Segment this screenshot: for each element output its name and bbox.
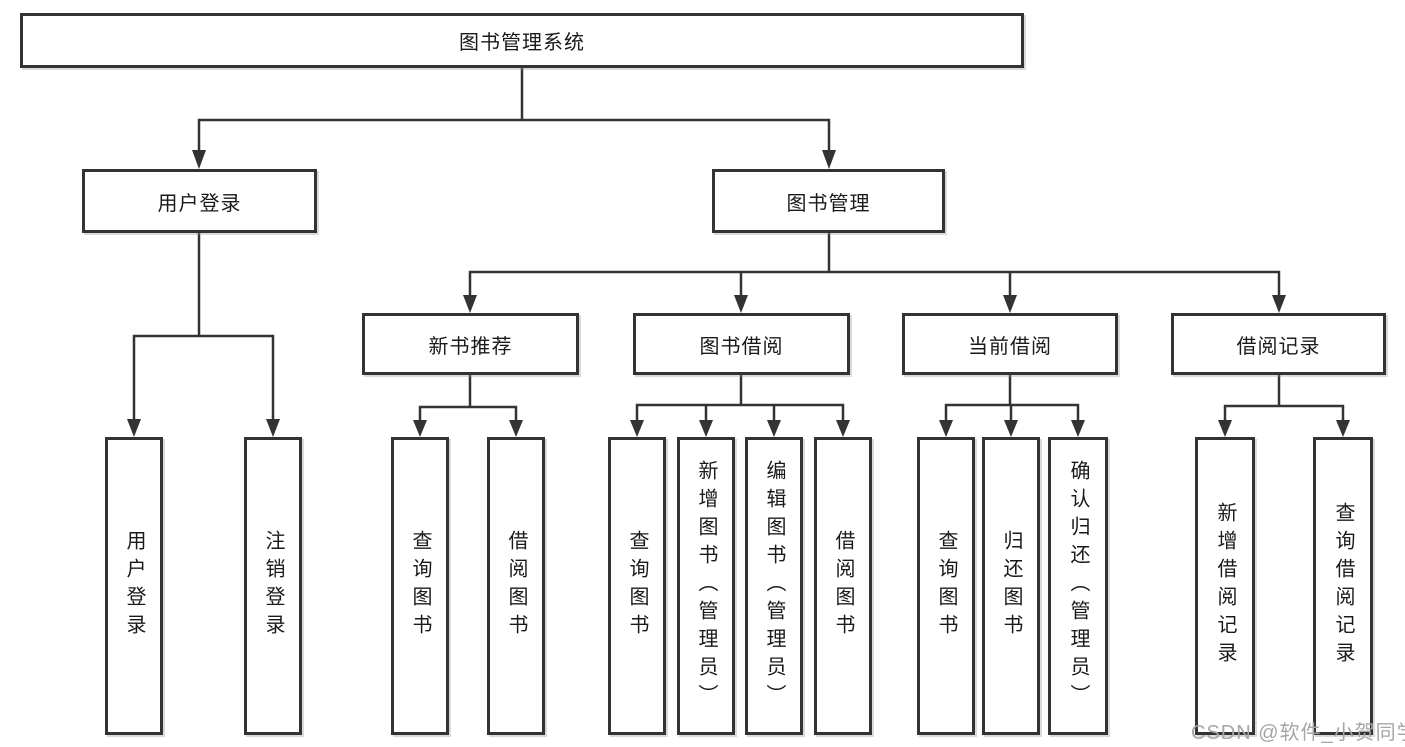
leaf-bb-borrow-book-label: 借阅图书 [832, 530, 854, 642]
node-root-system-label: 图书管理系统 [459, 32, 585, 54]
leaf-br-add-record: 新增借阅记录 [1195, 437, 1255, 735]
node-borrow-records: 借阅记录 [1171, 313, 1386, 375]
leaf-bb-add-book-admin-label: 新增图书（管理员） [695, 460, 717, 712]
leaf-br-query-record-label: 查询借阅记录 [1332, 502, 1354, 670]
node-user-login-label: 用户登录 [157, 192, 242, 215]
node-current-borrow: 当前借阅 [902, 313, 1118, 375]
node-book-borrow: 图书借阅 [633, 313, 850, 375]
leaf-bb-edit-book-admin: 编辑图书（管理员） [745, 437, 803, 735]
leaf-logout: 注销登录 [244, 437, 302, 735]
csdn-watermark: CSDN @软件_小贺同学 [1191, 722, 1405, 744]
leaf-nbr-query-book: 查询图书 [391, 437, 449, 735]
node-book-management-label: 图书管理 [786, 192, 871, 215]
leaf-cb-confirm-return-admin-label: 确认归还（管理员） [1067, 460, 1089, 712]
leaf-br-query-record: 查询借阅记录 [1313, 437, 1373, 735]
node-root-system: 图书管理系统 [20, 13, 1024, 68]
node-book-management: 图书管理 [712, 169, 945, 233]
leaf-cb-confirm-return-admin: 确认归还（管理员） [1048, 437, 1108, 735]
leaf-bb-query-book-label: 查询图书 [626, 530, 648, 642]
leaf-bb-borrow-book: 借阅图书 [814, 437, 872, 735]
leaf-bb-add-book-admin: 新增图书（管理员） [677, 437, 735, 735]
leaf-nbr-borrow-book-label: 借阅图书 [505, 530, 527, 642]
node-new-book-recommend: 新书推荐 [362, 313, 579, 375]
leaf-br-add-record-label: 新增借阅记录 [1214, 502, 1236, 670]
leaf-nbr-borrow-book: 借阅图书 [487, 437, 545, 735]
leaf-user-login: 用户登录 [105, 437, 163, 735]
leaf-cb-return-book-label: 归还图书 [1000, 530, 1022, 642]
node-book-borrow-label: 图书借阅 [699, 335, 784, 358]
leaf-bb-edit-book-admin-label: 编辑图书（管理员） [763, 460, 785, 712]
leaf-cb-query-book: 查询图书 [917, 437, 975, 735]
leaf-logout-label: 注销登录 [262, 530, 284, 642]
node-borrow-records-label: 借阅记录 [1236, 335, 1321, 358]
leaf-cb-return-book: 归还图书 [982, 437, 1040, 735]
node-current-borrow-label: 当前借阅 [968, 335, 1052, 358]
node-new-book-recommend-label: 新书推荐 [428, 335, 513, 358]
node-user-login: 用户登录 [82, 169, 317, 233]
leaf-bb-query-book: 查询图书 [608, 437, 666, 735]
leaf-cb-query-book-label: 查询图书 [935, 530, 957, 642]
leaf-user-login-label: 用户登录 [123, 530, 145, 642]
leaf-nbr-query-book-label: 查询图书 [409, 530, 431, 642]
